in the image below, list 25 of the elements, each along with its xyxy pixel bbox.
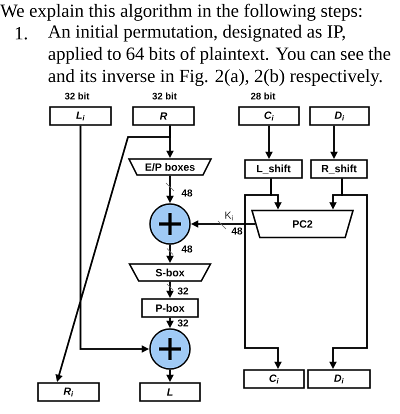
edge-label: 48: [180, 244, 194, 254]
xor-symbol: [149, 328, 191, 370]
register-box: R$_{i}$: [37, 382, 100, 402]
process-box: R_shift: [310, 159, 368, 179]
process-box: P-box: [141, 298, 199, 318]
register-box: D$_{i}$: [307, 369, 371, 389]
bit-width-label: 48: [232, 227, 242, 235]
register-box: C$_{i}$: [238, 106, 300, 126]
text-line: We explain this algorithm in the following steps:: [0, 4, 362, 21]
edge-label: K$_{i}$: [224, 211, 234, 221]
paragraph-text: An initial permutation, designated as IP, applied to 64 bits of plaintext. You can see the and its inverse in Fig. 2(a), 2(b) respectively.: [48, 24, 390, 86]
text-line: 1.: [16, 27, 27, 40]
edge-label: 32: [176, 318, 190, 328]
bit-width-label: 32 bit: [64, 92, 90, 100]
register-box: C$_{i}$: [243, 369, 305, 389]
register-box: R: [132, 106, 195, 126]
register-box: D$_{i}$: [309, 106, 370, 126]
register-box: L$_{i}$: [49, 106, 112, 126]
process-box: L_shift: [244, 159, 303, 179]
bit-width-label: 32 bit: [152, 92, 177, 100]
bit-width-label: 28 bit: [250, 92, 276, 100]
register-box: L: [139, 382, 201, 402]
edge-label: 48: [180, 188, 194, 198]
edge-label: 32: [176, 286, 190, 296]
xor-symbol: [149, 203, 191, 245]
